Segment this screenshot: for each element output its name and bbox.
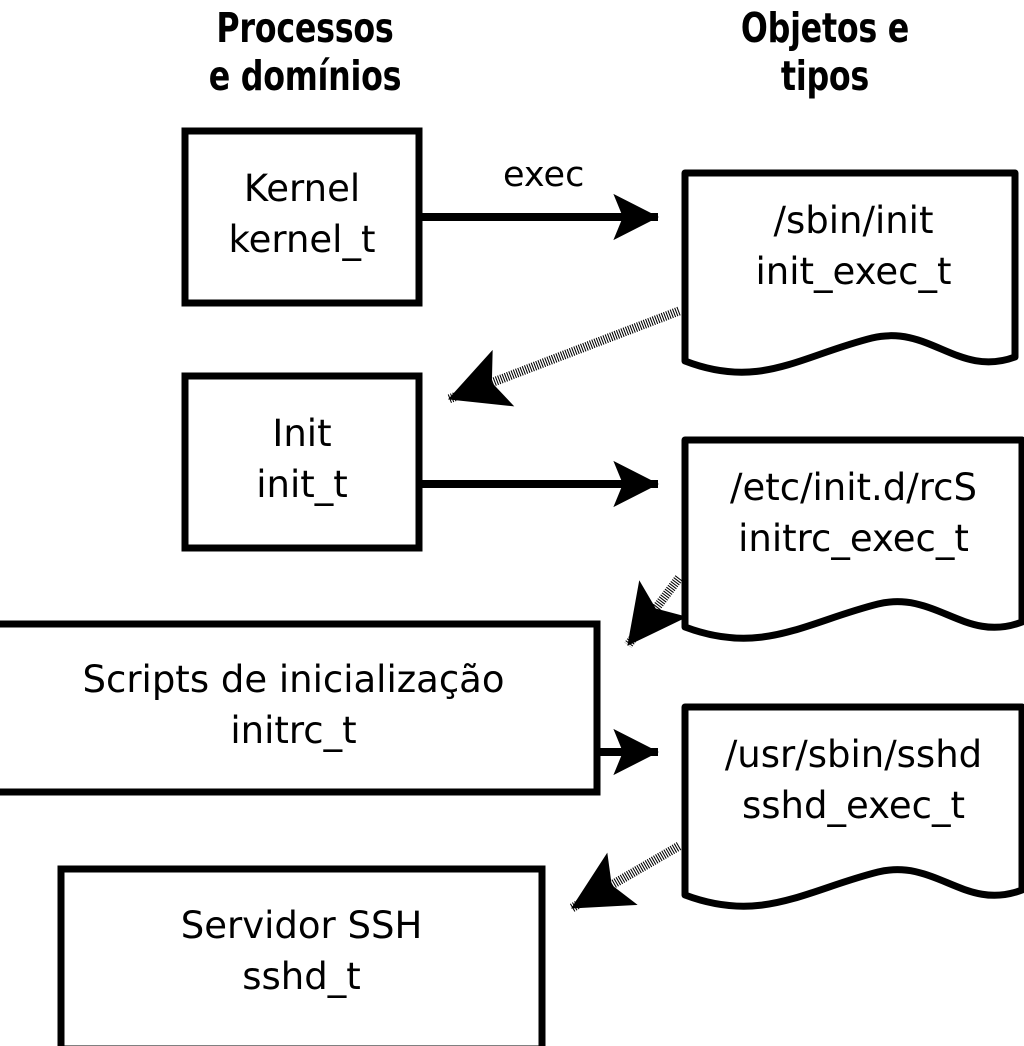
process-box-kernel[interactable] — [181, 127, 423, 307]
edge-init-exec-to-init — [447, 306, 681, 407]
object-doc-init-exec[interactable] — [681, 169, 1019, 376]
column-header-objects: Objetos e tipos — [740, 4, 910, 101]
edge-label-exec: exec — [503, 155, 585, 195]
column-header-processes: Processos e domínios — [208, 4, 402, 101]
edge-sshd-exec-to-sshd — [569, 842, 682, 912]
process-box-sshd[interactable] — [57, 865, 546, 1046]
object-doc-initrc-exec[interactable] — [681, 436, 1024, 642]
process-box-initrc[interactable] — [0, 620, 601, 796]
object-doc-sshd-exec[interactable] — [681, 703, 1024, 910]
edge-initrc-exec-to-initrc — [624, 575, 688, 648]
process-box-init[interactable] — [181, 372, 423, 552]
